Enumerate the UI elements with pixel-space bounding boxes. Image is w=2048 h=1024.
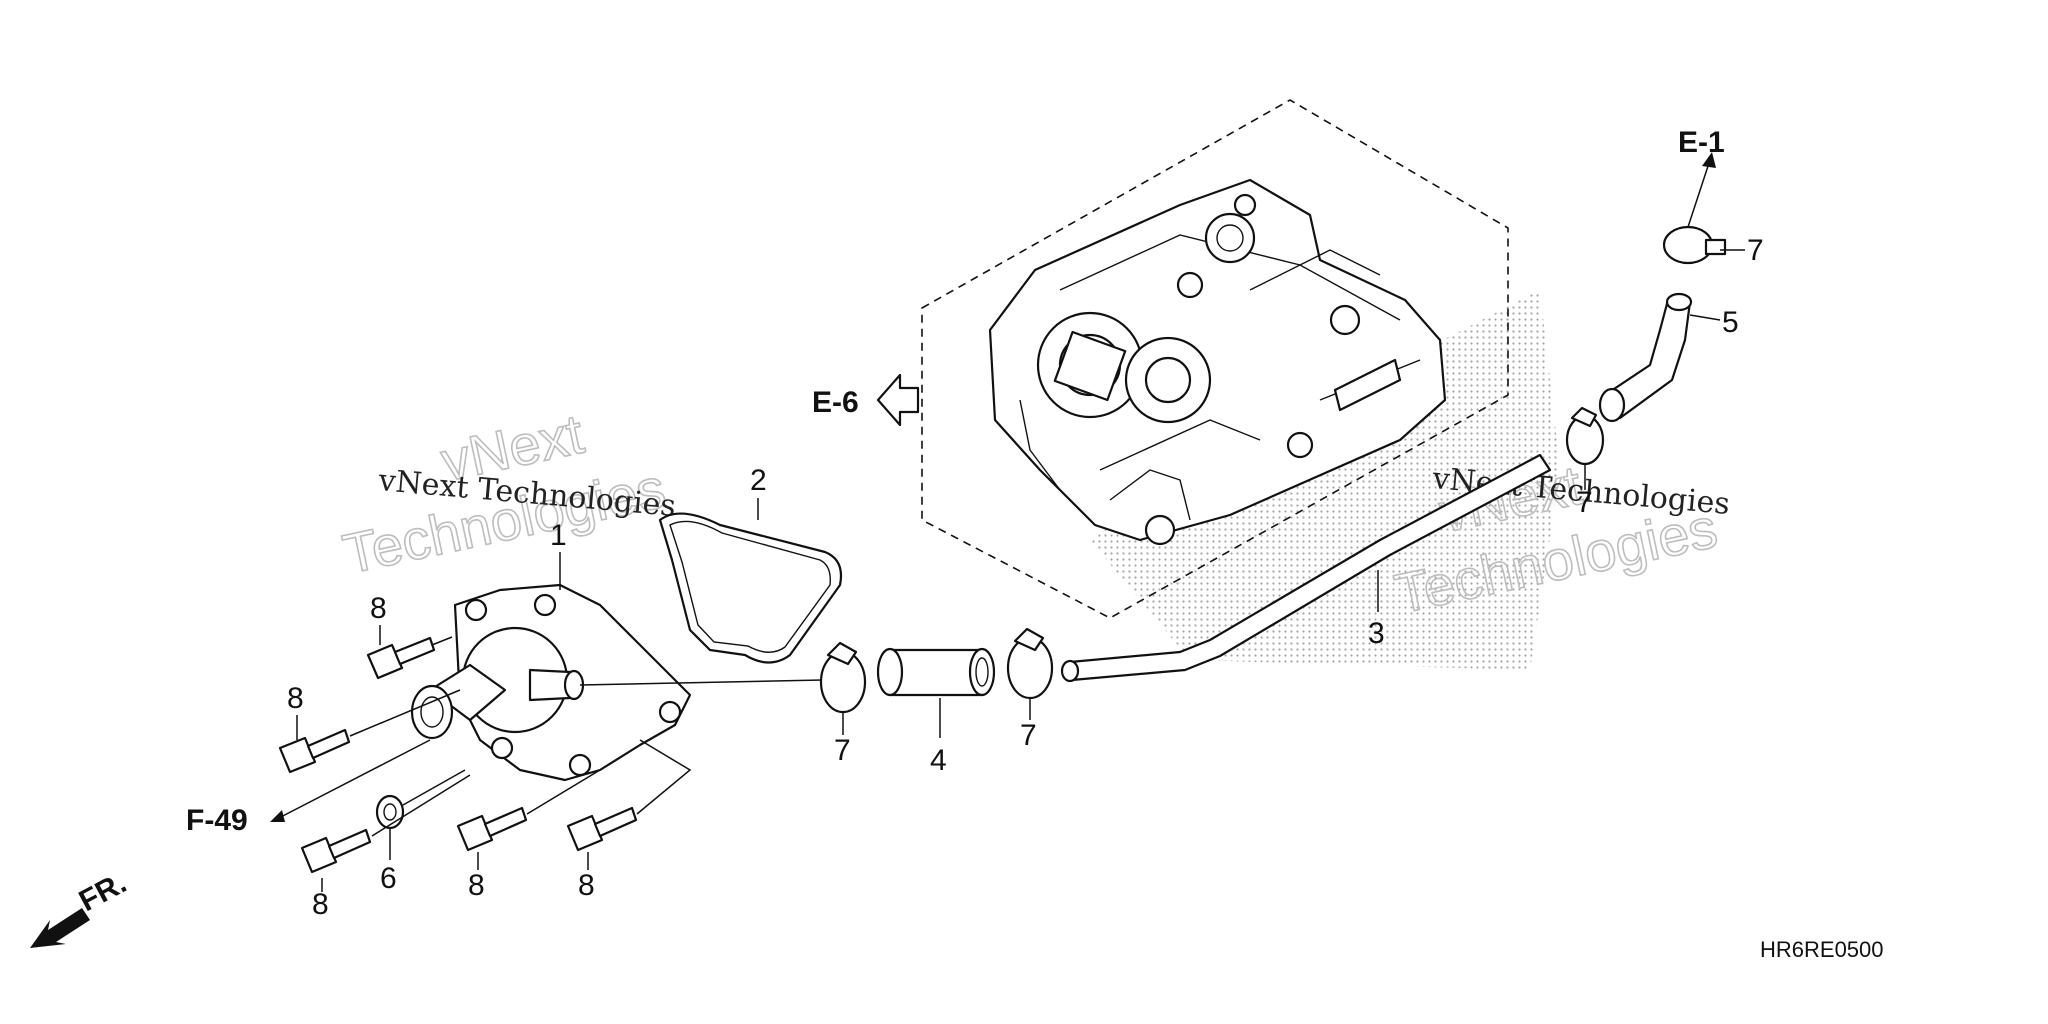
callout-gasket: 2 xyxy=(750,464,767,497)
bolt-8-c xyxy=(300,828,372,874)
callout-clamp-mid: 7 xyxy=(1576,486,1593,519)
callout-hose: 5 xyxy=(1722,306,1739,339)
callout-housing: 1 xyxy=(550,519,567,552)
hose xyxy=(1598,292,1693,423)
callout-clamp-right: 7 xyxy=(1020,719,1037,752)
leader-outlet xyxy=(579,679,823,686)
callout-washer: 6 xyxy=(380,862,397,895)
callout-joint-hose: 4 xyxy=(930,744,947,777)
bolt-8-d xyxy=(456,806,528,852)
callout-bolt-c: 8 xyxy=(312,888,329,921)
callout-clamp-top: 7 xyxy=(1747,234,1764,267)
bolt-8-b xyxy=(278,728,351,774)
callout-clamp-left: 7 xyxy=(834,734,851,767)
e1-arrowhead xyxy=(1702,152,1716,168)
e1-leader xyxy=(1687,159,1711,228)
callout-bolt-d: 8 xyxy=(468,869,485,902)
clamp-7-right xyxy=(1006,627,1054,700)
callout-bolt-a: 8 xyxy=(370,592,387,625)
e6-arrow xyxy=(876,373,920,427)
washer xyxy=(375,794,405,830)
engine-outline xyxy=(921,99,1509,619)
clamp-7-top xyxy=(1662,225,1727,265)
callout-bolt-e: 8 xyxy=(578,869,595,902)
clamp-7-mid xyxy=(1565,406,1605,466)
gasket xyxy=(658,512,843,664)
bolt-8-a xyxy=(366,636,436,680)
clamp-7-left xyxy=(819,641,867,714)
engine-block xyxy=(988,178,1447,546)
callout-bolt-b: 8 xyxy=(287,682,304,715)
water-pump-housing xyxy=(410,583,692,782)
f49-leader xyxy=(274,739,431,821)
joint-hose xyxy=(876,647,996,697)
bolt-8-e xyxy=(566,806,638,852)
ref-e1: E-1 xyxy=(1678,126,1725,159)
pipe xyxy=(1060,453,1552,683)
ref-e6: E-6 xyxy=(812,386,859,419)
callout-pipe: 3 xyxy=(1368,617,1385,650)
fr-arrow xyxy=(30,908,90,948)
diagram-code: HR6RE0500 xyxy=(1760,937,1884,962)
ref-f49: F-49 xyxy=(186,804,248,837)
f49-arrowhead xyxy=(270,810,285,822)
